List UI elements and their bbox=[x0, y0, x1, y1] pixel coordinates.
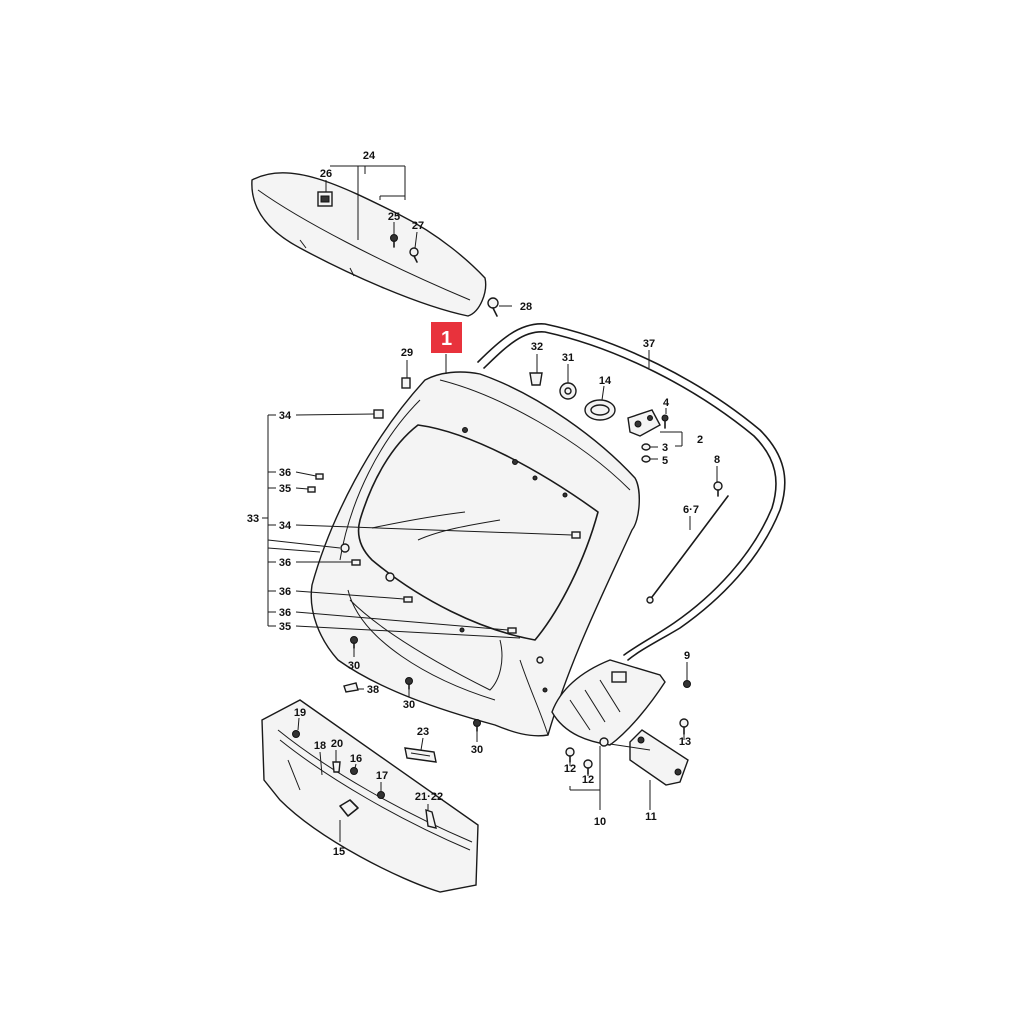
label-2: 2 bbox=[697, 434, 703, 446]
label-23: 23 bbox=[417, 726, 429, 738]
latch-cover-14 bbox=[584, 399, 616, 421]
label-36-b: 36 bbox=[279, 557, 291, 569]
highlight-box bbox=[431, 322, 462, 353]
rear-spoiler bbox=[251, 172, 487, 317]
label-36-c: 36 bbox=[279, 586, 291, 598]
clip-36-b bbox=[403, 596, 413, 603]
clip-30a bbox=[350, 636, 358, 649]
label-35-a: 35 bbox=[279, 483, 291, 495]
clip-38 bbox=[343, 682, 359, 693]
clip-30b bbox=[405, 677, 413, 690]
label-16: 16 bbox=[350, 753, 362, 765]
cap-21-22 bbox=[425, 808, 437, 829]
label-38: 38 bbox=[367, 684, 379, 696]
clip-16 bbox=[350, 767, 358, 775]
label-37: 37 bbox=[643, 338, 655, 350]
actuator-11 bbox=[629, 729, 689, 786]
clip-20 bbox=[332, 761, 341, 773]
weatherstrip-37 bbox=[477, 323, 786, 661]
label-11: 11 bbox=[645, 811, 657, 823]
label-29: 29 bbox=[401, 347, 413, 359]
label-5: 5 bbox=[662, 455, 668, 467]
clip-29 bbox=[401, 377, 411, 389]
leader-lines bbox=[262, 165, 718, 842]
label-34-b: 34 bbox=[279, 520, 292, 532]
label-33: 33 bbox=[247, 513, 259, 525]
highlight-callout-1: 1 bbox=[431, 322, 462, 353]
clip-9 bbox=[683, 680, 691, 688]
label-12-a: 12 bbox=[564, 763, 576, 775]
highlight-label: 1 bbox=[441, 328, 452, 350]
clip-26 bbox=[317, 191, 333, 207]
label-14: 14 bbox=[599, 375, 612, 387]
label-35-b: 35 bbox=[279, 621, 291, 633]
label-27: 27 bbox=[412, 220, 424, 232]
label-9: 9 bbox=[684, 650, 690, 662]
label-30-b: 30 bbox=[403, 699, 415, 711]
emblem-23 bbox=[404, 747, 437, 763]
nut-27 bbox=[409, 247, 419, 263]
clip-36-a bbox=[351, 559, 361, 566]
label-34-a: 34 bbox=[279, 410, 292, 422]
clip-34-mid bbox=[571, 531, 581, 539]
hinge-2 bbox=[627, 409, 661, 437]
label-24: 24 bbox=[363, 150, 376, 162]
label-3: 3 bbox=[662, 442, 668, 454]
tailgate-panel bbox=[310, 371, 640, 737]
label-30-a: 30 bbox=[348, 660, 360, 672]
label-13: 13 bbox=[679, 736, 691, 748]
bumper-31 bbox=[559, 382, 577, 400]
clip-36-left bbox=[315, 473, 324, 480]
gas-strut-6-7 bbox=[646, 495, 729, 604]
label-21-22: 21·22 bbox=[415, 791, 443, 803]
label-6-7: 6·7 bbox=[683, 504, 699, 516]
label-17: 17 bbox=[376, 770, 388, 782]
nut-17 bbox=[377, 791, 385, 799]
clip-35-left bbox=[307, 486, 316, 493]
screw-19 bbox=[292, 730, 300, 738]
nut-5 bbox=[641, 455, 651, 463]
label-31: 31 bbox=[562, 352, 574, 364]
label-36-a: 36 bbox=[279, 467, 291, 479]
bolt-12a bbox=[565, 747, 575, 763]
screw-28 bbox=[487, 297, 499, 317]
label-28: 28 bbox=[520, 301, 532, 313]
grommet-32 bbox=[529, 372, 543, 386]
label-15: 15 bbox=[333, 846, 345, 858]
label-20: 20 bbox=[331, 738, 343, 750]
label-26: 26 bbox=[320, 168, 332, 180]
label-8: 8 bbox=[714, 454, 720, 466]
label-32: 32 bbox=[531, 341, 543, 353]
label-30-c: 30 bbox=[471, 744, 483, 756]
bolt-12b bbox=[583, 759, 593, 775]
label-10: 10 bbox=[594, 816, 606, 828]
bolt-13 bbox=[679, 718, 689, 735]
lock-assembly-10 bbox=[551, 659, 666, 747]
clip-36-c bbox=[507, 627, 517, 634]
washer-3 bbox=[641, 443, 651, 451]
ball-stud-8 bbox=[713, 481, 723, 497]
bolt-4 bbox=[661, 414, 669, 429]
garnish-15 bbox=[261, 699, 479, 893]
clip-30c bbox=[473, 719, 481, 732]
clip-34-top bbox=[373, 409, 384, 419]
label-12-b: 12 bbox=[582, 774, 594, 786]
label-18: 18 bbox=[314, 740, 326, 752]
label-4: 4 bbox=[663, 397, 670, 409]
label-36-d: 36 bbox=[279, 607, 291, 619]
bolt-25 bbox=[390, 234, 398, 248]
label-19: 19 bbox=[294, 707, 306, 719]
part-labels: 24 26 25 27 28 29 32 31 14 37 4 2 3 5 8 … bbox=[247, 150, 720, 858]
label-25: 25 bbox=[388, 211, 400, 223]
